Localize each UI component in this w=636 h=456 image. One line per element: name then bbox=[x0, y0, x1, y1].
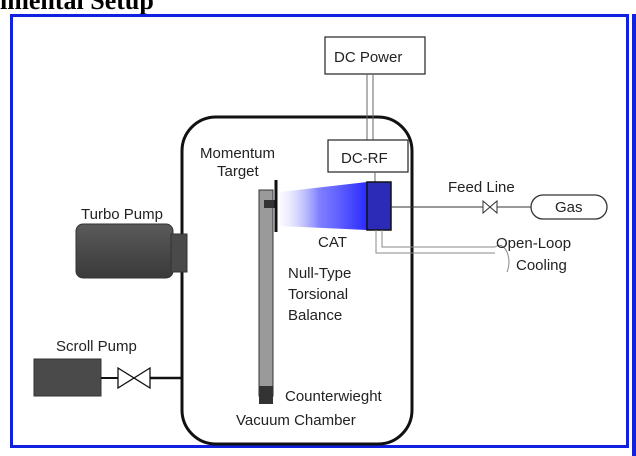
valve-icon bbox=[482, 199, 498, 215]
vacuum-chamber-label: Vacuum Chamber bbox=[236, 412, 356, 429]
counterweight bbox=[259, 386, 273, 404]
feed-line-label: Feed Line bbox=[448, 179, 515, 196]
open-loop-label-1: Open-Loop bbox=[496, 235, 571, 252]
scroll-pump-label: Scroll Pump bbox=[56, 338, 137, 355]
balance-label-1: Null-Type bbox=[288, 265, 351, 282]
target-mount bbox=[264, 200, 276, 208]
dc-rf-label: DC-RF bbox=[341, 150, 388, 167]
dc-power-box bbox=[324, 36, 426, 75]
scroll-pump-icon bbox=[33, 358, 102, 397]
turbo-pump-label: Turbo Pump bbox=[81, 206, 163, 223]
gas-box bbox=[530, 194, 608, 220]
open-loop-label-2: Cooling bbox=[516, 257, 567, 274]
cat-plume bbox=[280, 182, 367, 230]
momentum-target-label-1: Momentum bbox=[200, 145, 275, 162]
balance-label-2: Torsional bbox=[288, 286, 348, 303]
experimental-setup-diagram: DC Power DC-RF CAT Open-Loop Cooling Fee… bbox=[33, 36, 608, 446]
dc-power-label: DC Power bbox=[334, 49, 402, 66]
torsional-balance-arm bbox=[258, 189, 274, 397]
momentum-target-label-2: Target bbox=[217, 163, 260, 180]
thruster-icon bbox=[366, 181, 392, 231]
cat-label: CAT bbox=[318, 234, 347, 251]
gas-label: Gas bbox=[555, 199, 583, 216]
dc-rf-box bbox=[327, 139, 409, 173]
slide-title: imental Setup bbox=[0, 0, 154, 15]
valve-icon bbox=[117, 366, 151, 390]
panel-right-edge bbox=[632, 14, 636, 456]
turbo-pump-icon bbox=[75, 223, 188, 279]
balance-label-3: Balance bbox=[288, 307, 342, 324]
vacuum-chamber bbox=[180, 115, 414, 446]
counterweight-label: Counterwieght bbox=[285, 388, 383, 405]
cooling-loop-end bbox=[494, 244, 510, 273]
